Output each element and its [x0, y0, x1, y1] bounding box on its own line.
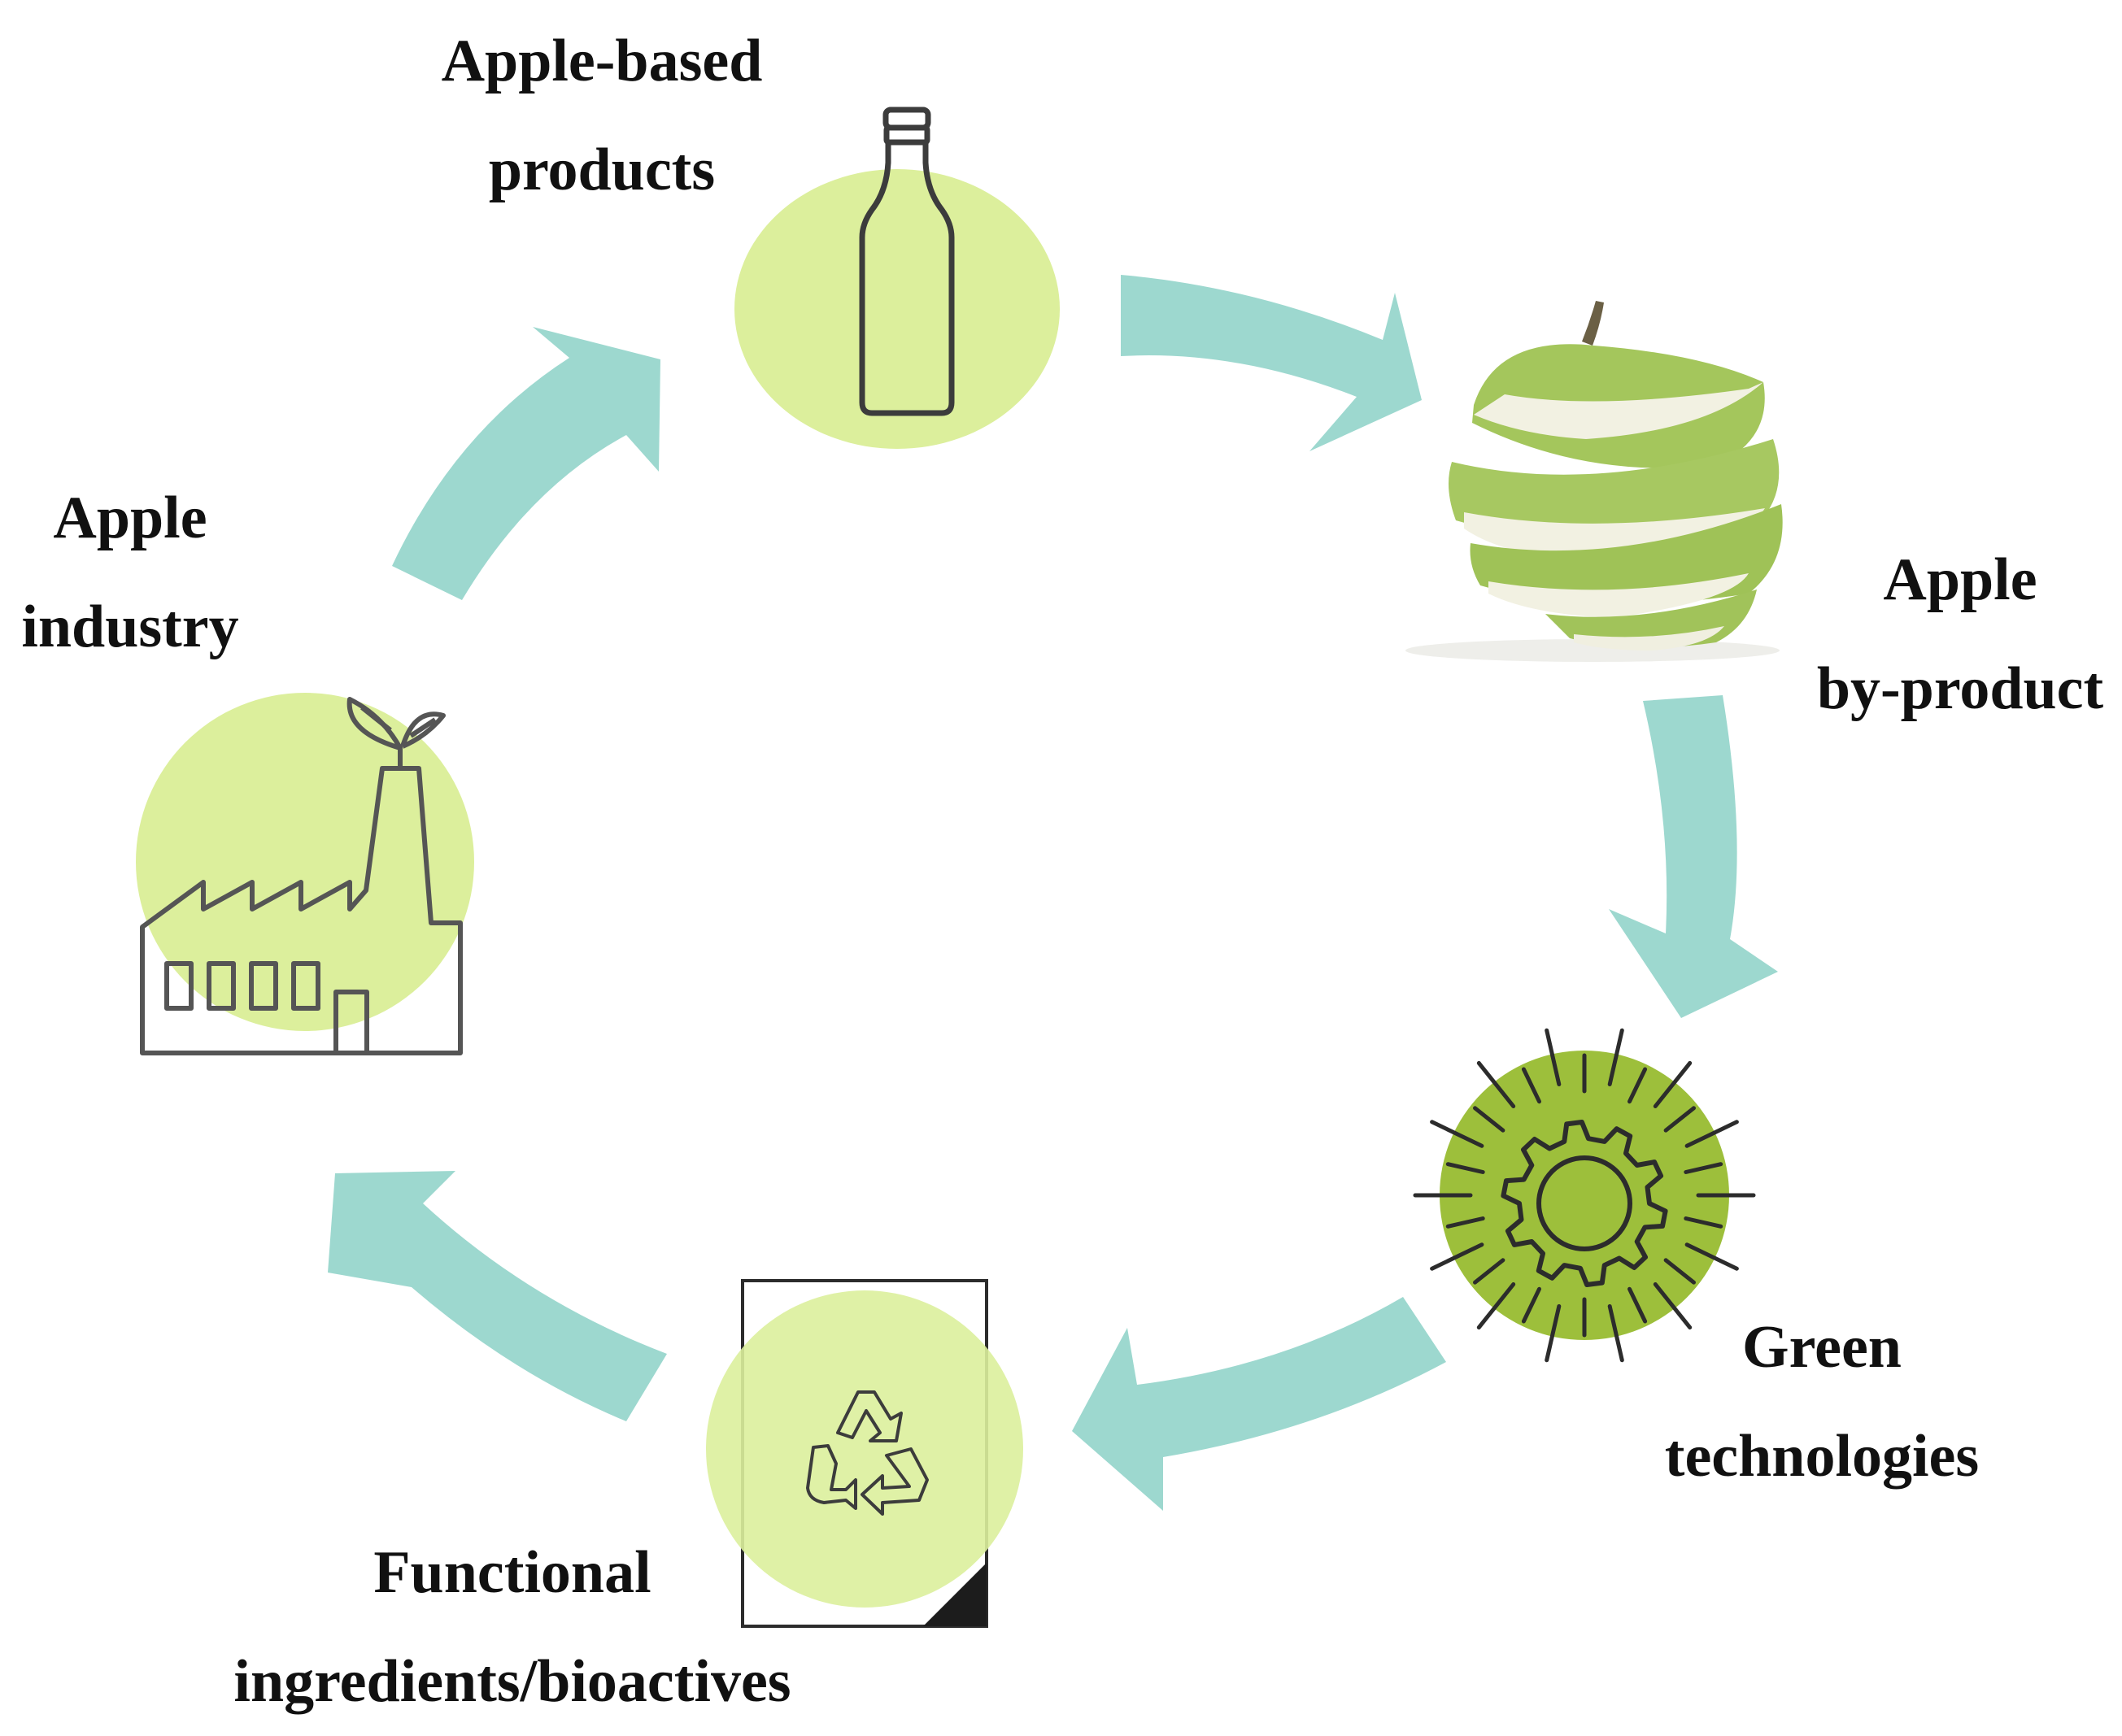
- arrow-green-to-functional: [1072, 1297, 1446, 1511]
- ray-line: [1476, 1282, 1516, 1330]
- functional-circle: [706, 1290, 1023, 1608]
- ray-line: [1476, 1060, 1516, 1108]
- ray-line: [1430, 1120, 1484, 1148]
- ray-line: [1663, 1258, 1696, 1285]
- recycle-icon: [806, 1390, 929, 1516]
- bottle-icon: [859, 107, 955, 416]
- arrow-industry-to-products: [392, 327, 660, 600]
- arrow-products-to-byproduct: [1121, 275, 1422, 451]
- label-line: Green: [1742, 1314, 1902, 1381]
- label-line: industry: [21, 594, 239, 660]
- ray-line: [1521, 1067, 1541, 1104]
- ray-line: [1684, 1242, 1739, 1271]
- factory-icon: [140, 697, 463, 1055]
- ray-line: [1627, 1286, 1648, 1324]
- ray-line: [1430, 1242, 1484, 1271]
- ray-line: [1607, 1304, 1624, 1363]
- arrow-byproduct-to-green: [1609, 695, 1778, 1018]
- bottle-node: [734, 107, 1060, 449]
- ray-line: [1653, 1060, 1693, 1108]
- ray-line: [1545, 1028, 1562, 1086]
- label-line: Apple-based: [441, 28, 763, 94]
- ray-line: [1684, 1216, 1723, 1229]
- ray-line: [1653, 1282, 1693, 1330]
- ray-line: [1521, 1286, 1541, 1324]
- industry-circle: [136, 693, 474, 1031]
- ray-line: [1545, 1304, 1562, 1363]
- label-line: products: [488, 137, 716, 203]
- label-apple-based-products: Apple-based products: [358, 7, 846, 224]
- ray-lines: [1413, 1028, 1756, 1363]
- recycle-node: [706, 1279, 1023, 1628]
- label-line: Functional: [373, 1539, 651, 1606]
- arrow-functional-to-industry: [328, 1171, 667, 1421]
- peeled-apple-icon: [1405, 301, 1783, 662]
- label-line: by-product: [1816, 655, 2104, 722]
- ray-line: [1473, 1258, 1505, 1285]
- ray-line: [1684, 1120, 1739, 1148]
- gear-circle: [1440, 1051, 1729, 1340]
- ray-line: [1663, 1106, 1696, 1133]
- products-circle: [734, 169, 1060, 449]
- label-line: ingredients/bioactives: [233, 1648, 791, 1715]
- label-apple-industry: Apple industry: [0, 463, 277, 681]
- label-functional-ingredients: Functional ingredients/bioactives: [155, 1518, 870, 1736]
- label-apple-by-product: Apple by-product: [1765, 525, 2122, 743]
- label-line: Apple: [1883, 546, 2037, 613]
- card-corner: [923, 1563, 987, 1626]
- gear-icon: [1501, 1120, 1668, 1287]
- ray-line: [1445, 1162, 1485, 1174]
- label-line: technologies: [1664, 1423, 1980, 1490]
- gear-node: [1413, 1028, 1756, 1363]
- ray-line: [1627, 1067, 1648, 1104]
- label-line: Apple: [53, 485, 207, 551]
- label-green-technologies: Green technologies: [1619, 1293, 2025, 1511]
- ray-line: [1684, 1162, 1723, 1174]
- ray-line: [1445, 1216, 1485, 1229]
- ray-line: [1607, 1028, 1624, 1086]
- factory-node: [136, 693, 474, 1055]
- ray-line: [1473, 1106, 1505, 1133]
